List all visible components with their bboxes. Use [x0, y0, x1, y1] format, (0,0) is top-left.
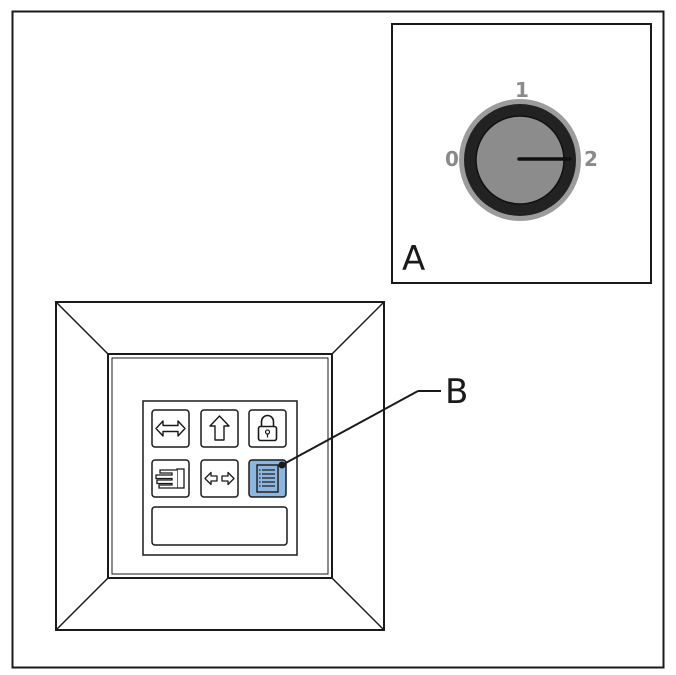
hand-icon	[155, 468, 185, 489]
button-double-arrow[interactable]	[151, 409, 190, 448]
bezel-diagonal-tl	[55, 301, 109, 355]
padlock-icon	[257, 414, 278, 442]
button-padlock[interactable]	[248, 409, 287, 448]
button-hand[interactable]	[151, 459, 190, 498]
control-panel	[55, 301, 385, 631]
button-arrow-up[interactable]	[200, 409, 239, 448]
callout-b-leader	[281, 390, 419, 466]
bezel-diagonal-br	[331, 577, 385, 631]
position-label-0: 0	[445, 147, 459, 171]
bezel-diagonal-bl	[55, 577, 109, 631]
callout-b-dot	[278, 461, 286, 469]
position-label-2: 2	[584, 147, 598, 171]
button-list-document[interactable]	[248, 459, 287, 498]
callout-b: B	[278, 372, 468, 469]
position-label-1: 1	[515, 78, 529, 102]
label-b: B	[445, 372, 468, 412]
button-split-arrows[interactable]	[200, 459, 239, 498]
list-document-icon	[256, 464, 279, 493]
bezel-diagonal-tr	[331, 301, 385, 355]
arrow-up-icon	[209, 415, 230, 441]
split-arrows-horizontal-icon	[204, 471, 235, 486]
double-arrow-horizontal-icon	[155, 420, 186, 437]
label-a: A	[402, 239, 425, 279]
panel-display	[151, 506, 288, 546]
detail-a-switch: 0 1 2 A	[391, 23, 652, 284]
panel-inner-inset	[111, 357, 329, 575]
